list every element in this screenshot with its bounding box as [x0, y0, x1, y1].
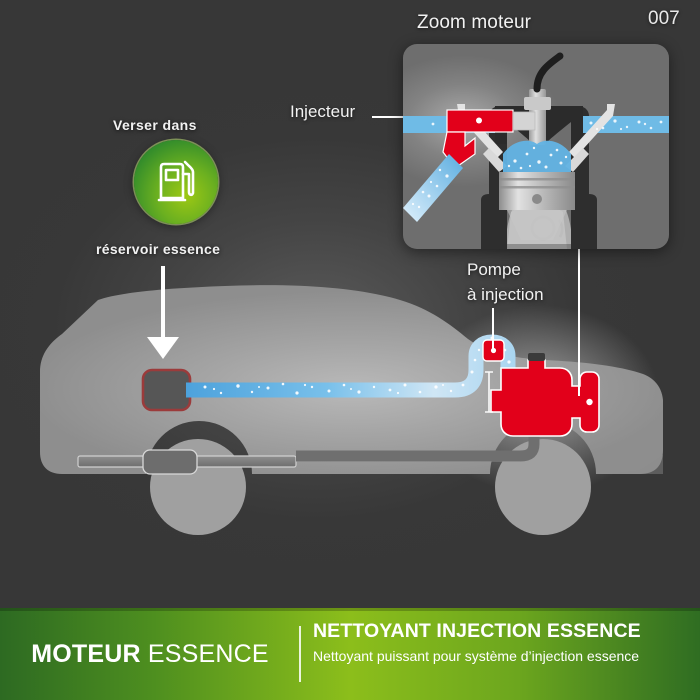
- page-number: 007: [648, 8, 680, 29]
- engine-block: [490, 353, 600, 437]
- engine-leader-line: [578, 248, 580, 396]
- pump-leader-line: [492, 308, 494, 352]
- footer-separator: [299, 626, 301, 682]
- brand-block: MOTEUR ESSENCE: [0, 608, 300, 700]
- zoom-panel-title: Zoom moteur: [417, 12, 532, 33]
- footer-banner: [0, 608, 700, 700]
- piston: [499, 172, 575, 240]
- footer-top-shadow: [0, 608, 700, 611]
- product-title: NETTOYANT INJECTION ESSENCE: [313, 620, 641, 642]
- pour-arrow-stem: [161, 266, 165, 342]
- fuel-tank: [141, 368, 192, 412]
- front-wheel: [495, 439, 591, 535]
- fuel-pump-icon: [157, 160, 195, 202]
- brand-light: ESSENCE: [140, 639, 269, 668]
- product-block: NETTOYANT INJECTION ESSENCE Nettoyant pu…: [313, 620, 693, 666]
- fuel-tank-label: réservoir essence: [96, 241, 221, 257]
- exhaust-downpipe: [296, 398, 540, 462]
- injection-pump-label: Pompe à injection: [467, 260, 544, 304]
- injector-label: Injecteur: [290, 102, 356, 121]
- plug-wire: [533, 52, 564, 93]
- engine-cap: [528, 353, 545, 361]
- product-subtitle: Nettoyant puissant pour système d’inject…: [313, 648, 640, 664]
- brand-bold: MOTEUR: [31, 639, 141, 668]
- illustration-stage: Verser dans réservoir essence Injecteur …: [40, 8, 680, 535]
- combustion-mist: [503, 140, 571, 172]
- engine-zoom-panel: [403, 44, 669, 249]
- car-diagram: [40, 285, 663, 535]
- injector-nozzle: [403, 109, 536, 222]
- fuel-badge: [134, 140, 218, 224]
- brand-text: MOTEUR ESSENCE: [31, 640, 269, 669]
- pour-arrow-head: [147, 337, 179, 359]
- muffler: [142, 449, 198, 475]
- engine-cutaway: [403, 52, 669, 249]
- pour-into-label: Verser dans: [113, 117, 197, 133]
